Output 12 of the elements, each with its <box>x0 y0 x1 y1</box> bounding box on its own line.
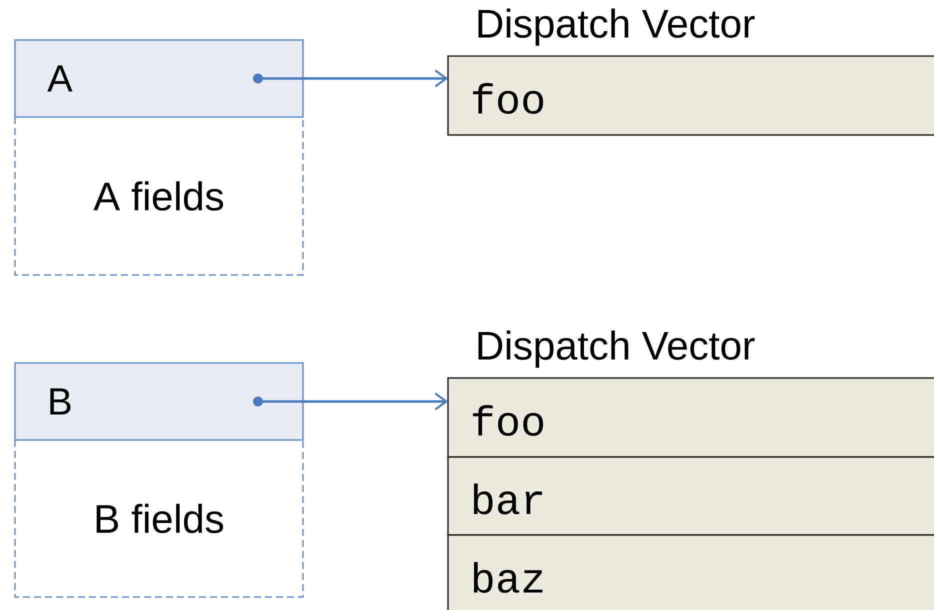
vector-cell: foo <box>447 377 934 458</box>
arrow <box>253 392 448 410</box>
vector-heading: Dispatch Vector <box>478 330 755 368</box>
fields-box: B fields <box>14 440 304 598</box>
object-header-box: B <box>14 362 304 441</box>
vector-cell: bar <box>447 456 934 536</box>
object-header-box: A <box>14 39 304 118</box>
vector-cell: foo <box>447 55 934 136</box>
arrow <box>253 70 448 88</box>
fields-box: A fields <box>14 117 304 276</box>
vector-cell: baz <box>447 534 934 610</box>
vector-heading: Dispatch Vector <box>478 8 755 46</box>
